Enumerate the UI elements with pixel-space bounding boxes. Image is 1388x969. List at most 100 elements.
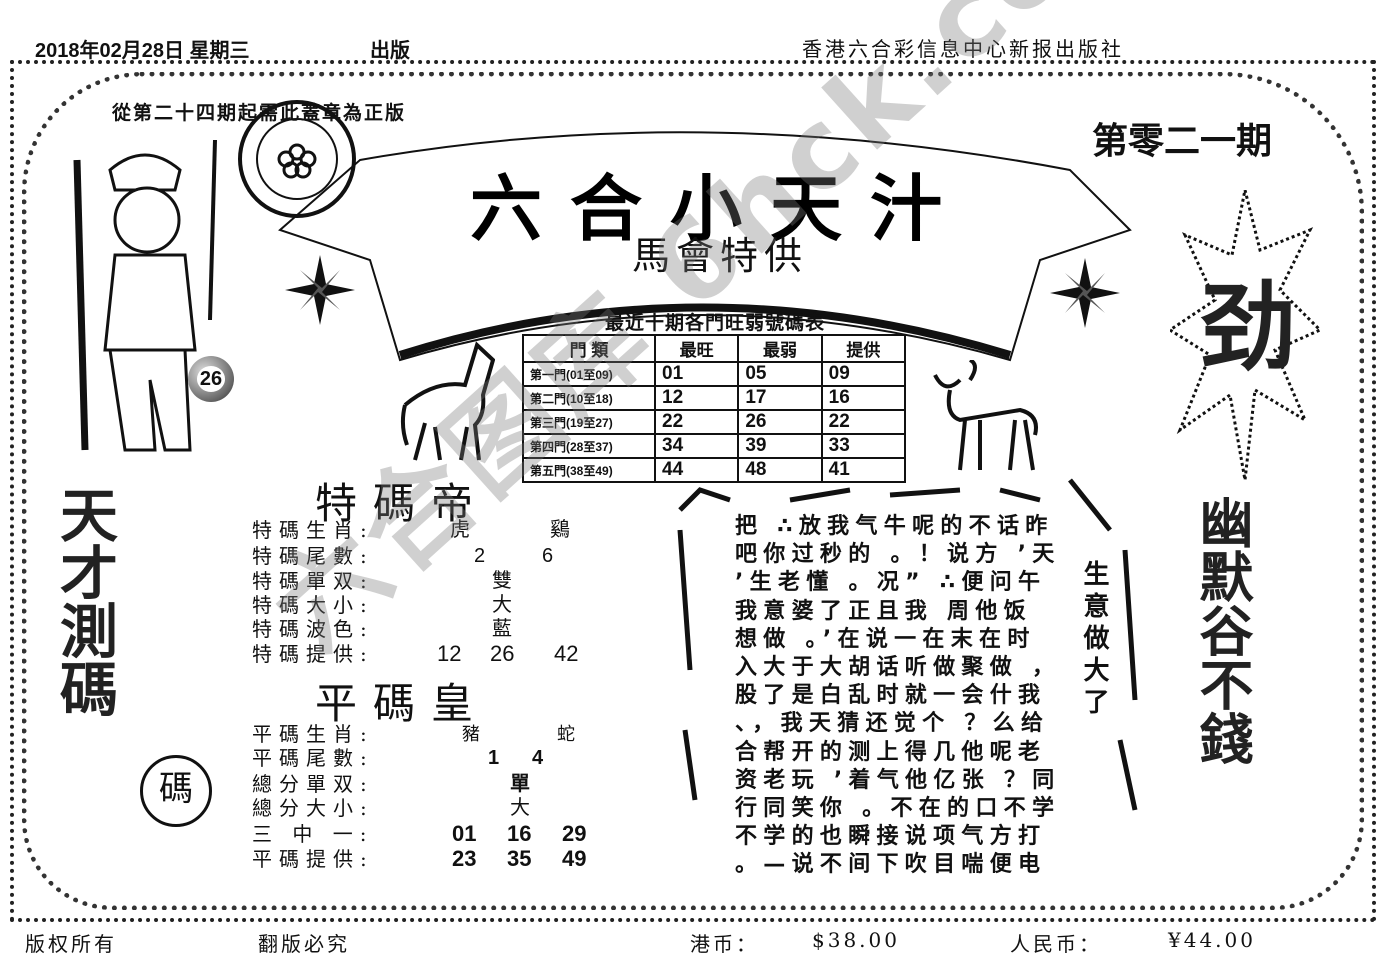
door-range: 第三門(19至27) — [522, 409, 656, 435]
row-value: 16 — [507, 821, 532, 846]
row-label: 總分單双: — [252, 772, 374, 796]
row-value: 虎 — [450, 519, 470, 541]
hottest-number: 34 — [653, 433, 740, 459]
row-value: 49 — [562, 846, 587, 871]
column-header: 提供 — [820, 334, 907, 363]
story-line: 合帮开的测上得几他呢老 — [735, 739, 1047, 765]
horse-illustration — [400, 341, 495, 461]
special-zodiac-row: 特碼生肖: 虎 鷄 — [252, 518, 592, 542]
story-text: 把 ∴放我气牛呢的不话昨 吧你过秒的 。！说方 ’天 ’生老懂 。况” ∴便问午… — [735, 513, 1061, 880]
coldest-number: 05 — [737, 361, 823, 387]
published-label: 出版 — [370, 40, 410, 62]
story-line: 把 ∴放我气牛呢的不话昨 — [735, 514, 1054, 539]
row-value: 26 — [490, 641, 515, 666]
decorative-strokes — [677, 478, 1138, 811]
row-label: 特碼波色: — [252, 617, 374, 641]
story-line: 吧你过秒的 。！说方 ’天 — [735, 542, 1061, 568]
hkd-price: $38.00 — [812, 928, 900, 952]
row-value: 大 — [492, 594, 512, 616]
story-line: ’生老懂 。况” ∴便问午 — [735, 570, 1047, 596]
row-label: 總分大小: — [252, 796, 374, 820]
story-line: 。—说不间下吹目喘便电 — [735, 852, 1047, 878]
row-label: 平碼提供: — [252, 847, 374, 871]
compass-star-icon — [1050, 258, 1120, 328]
total-big-small-row: 總分大小:大 — [252, 796, 592, 820]
right-slogan: 幽默谷不錢 — [1190, 495, 1254, 765]
ox-illustration — [933, 360, 1038, 471]
issue-number: 第零二一期 — [1092, 120, 1273, 162]
row-label: 平碼尾數: — [252, 746, 374, 770]
right-big-character: 劲 — [1200, 271, 1296, 384]
compass-star-icon — [285, 255, 355, 325]
hottest-number: 22 — [653, 409, 740, 435]
door-range: 第二門(10至18) — [522, 385, 656, 411]
row-value: 鷄 — [550, 519, 570, 541]
ribbon-badge: 碼 — [140, 755, 212, 827]
row-label: 平碼生肖: — [252, 722, 374, 746]
row-label: 特碼大小: — [252, 593, 374, 617]
row-value: 1 — [488, 747, 500, 769]
suggested-number: 22 — [820, 409, 907, 435]
special-odd-even-row: 特碼單双: 雙 — [252, 569, 592, 593]
story-line: 想做 。’在说一在末在时 — [735, 626, 1036, 652]
row-value: 42 — [554, 641, 579, 666]
row-value: 35 — [507, 846, 532, 871]
story-line: 不学的也瞬接说项气方打 — [735, 824, 1047, 850]
badge-character: 碼 — [159, 769, 193, 809]
suggested-number: 33 — [820, 433, 907, 459]
story-line: 股了是白乱时就一会什我 — [735, 683, 1047, 709]
row-value: 蛇 — [557, 724, 575, 744]
door-range: 第一門(01至09) — [522, 361, 656, 387]
row-label: 特碼生肖: — [252, 518, 374, 542]
ball-number: 26 — [196, 366, 226, 392]
official-seal — [238, 100, 356, 218]
row-value: 藍 — [492, 618, 512, 640]
row-value: 12 — [437, 641, 462, 666]
side-caption: 生意做大了 — [1079, 560, 1109, 720]
left-slogan: 天才測碼 — [50, 485, 118, 717]
total-odd-even-row: 總分單双: 單 — [252, 772, 592, 796]
lottery-ball: 26 — [188, 356, 234, 402]
inner-dotted-border — [22, 72, 1364, 910]
regular-section-title: 平碼皇 — [315, 679, 490, 728]
banner-title: 六合小天汁 — [469, 166, 970, 251]
row-value: 單 — [510, 773, 530, 795]
row-value: 29 — [562, 821, 587, 846]
hottest-number: 44 — [653, 457, 740, 483]
anti-piracy-text: 翻版必究 — [258, 932, 350, 956]
special-color-row: 特碼波色: 藍 — [252, 617, 592, 641]
special-section-title: 特碼帝 — [315, 479, 490, 528]
column-header: 最旺 — [653, 334, 740, 363]
story-line: 行同笑你 。不在的口不学 — [735, 796, 1061, 822]
publish-date: 2018年02月28日 星期三 — [35, 40, 250, 62]
row-label: 三 中 一: — [252, 822, 374, 846]
row-value: 豬 — [462, 724, 480, 744]
suggested-number: 09 — [820, 361, 907, 387]
suggested-number: 41 — [820, 457, 907, 483]
coldest-number: 39 — [737, 433, 823, 459]
publisher-name: 香港六合彩信息中心新报出版社 — [802, 37, 1124, 61]
row-value: 雙 — [492, 570, 512, 592]
outer-dotted-border — [10, 60, 1376, 922]
row-label: 特碼提供: — [252, 642, 374, 666]
coldest-number: 17 — [737, 385, 823, 411]
banner-ribbon — [278, 131, 1132, 362]
table-header-row: 門 類 最旺 最弱 提供 — [522, 334, 907, 363]
row-label: 特碼單双: — [252, 569, 374, 593]
row-value: 01 — [452, 821, 477, 846]
door-range: 第五門(38至49) — [522, 457, 656, 483]
suggested-number: 16 — [820, 385, 907, 411]
special-picks-row: 特碼提供: 12 26 42 — [252, 641, 592, 667]
coldest-number: 48 — [737, 457, 823, 483]
special-big-small-row: 特碼大小: 大 — [252, 593, 592, 617]
story-line: 、，我天猜还觉个 ？么给 — [735, 711, 1050, 737]
story-line: 我意婆了正且我 周他饭 — [735, 598, 1032, 624]
row-value: 2 — [474, 545, 486, 567]
